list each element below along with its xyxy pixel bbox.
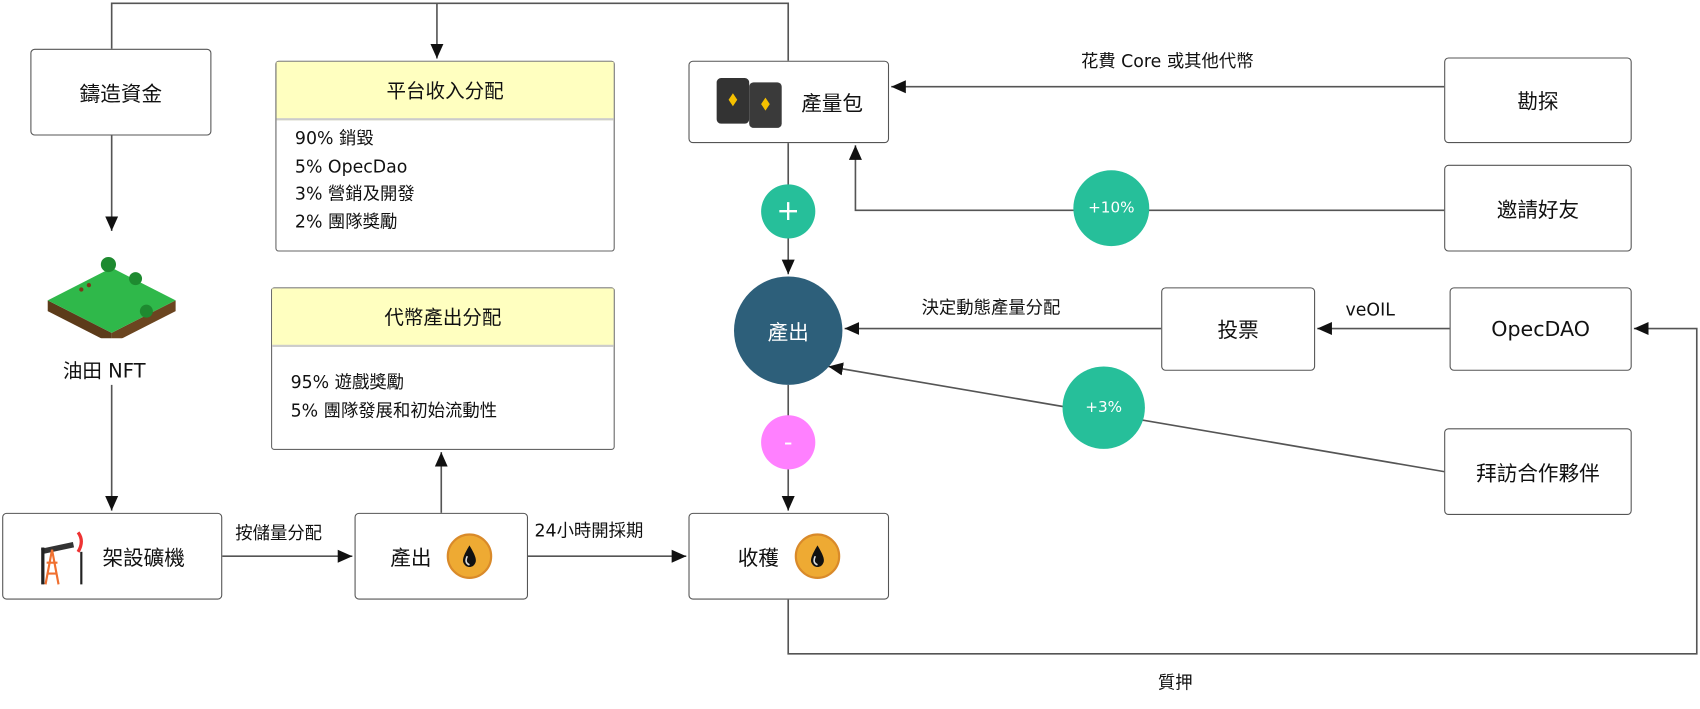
visit-partners-label: 拜訪合作夥伴 bbox=[1476, 461, 1600, 486]
output-node: 產出 bbox=[354, 512, 529, 600]
revenue-line: 2% 團隊獎勵 bbox=[294, 210, 398, 232]
mint-funds-node: 鑄造資金 bbox=[30, 48, 212, 136]
explore-node: 勘探 bbox=[1444, 57, 1632, 144]
oilfield-island-icon bbox=[43, 252, 180, 344]
harvest-label: 收穫 bbox=[737, 545, 779, 570]
invite-friends-label: 邀請好友 bbox=[1496, 197, 1580, 222]
oil-coin-icon bbox=[446, 533, 493, 579]
oil-barrels-icon bbox=[716, 78, 782, 128]
edge-label-veoil: veOIL bbox=[1345, 299, 1395, 320]
minus-icon: - bbox=[783, 428, 793, 456]
invite-friends-node: 邀請好友 bbox=[1444, 164, 1632, 252]
platform-revenue-panel: 平台收入分配 90% 銷毀 5% OpecDao 3% 營銷及開發 2% 團隊獎… bbox=[275, 60, 615, 252]
invite-bonus-badge: +10% bbox=[1073, 170, 1150, 247]
yield-pack-node: 產量包 bbox=[688, 60, 890, 144]
output-circle: 產出 bbox=[734, 276, 843, 385]
vote-node: 投票 bbox=[1161, 287, 1316, 371]
token-output-line: 95% 遊戲獎勵 bbox=[290, 371, 405, 393]
setup-rig-label: 架設礦機 bbox=[102, 545, 185, 570]
harvest-node: 收穫 bbox=[688, 512, 890, 600]
partner-bonus-badge: +3% bbox=[1062, 366, 1145, 449]
platform-revenue-title: 平台收入分配 bbox=[276, 61, 614, 121]
oil-pump-icon bbox=[41, 531, 84, 585]
mint-funds-label: 鑄造資金 bbox=[79, 81, 163, 106]
revenue-line: 5% OpecDao bbox=[294, 155, 408, 177]
output-circle-label: 產出 bbox=[767, 320, 809, 345]
edge-label-mining-period: 24小時開採期 bbox=[534, 520, 644, 542]
revenue-line: 90% 銷毀 bbox=[294, 127, 374, 149]
edge-label-spend: 花費 Core 或其他代幣 bbox=[1080, 50, 1254, 72]
output-label: 產出 bbox=[390, 545, 432, 570]
revenue-line: 3% 營銷及開發 bbox=[294, 183, 415, 204]
opecdao-label: OpecDAO bbox=[1491, 317, 1591, 341]
token-output-title: 代幣產出分配 bbox=[272, 288, 614, 347]
token-output-line: 5% 團隊發展和初始流動性 bbox=[290, 399, 498, 421]
visit-partners-node: 拜訪合作夥伴 bbox=[1444, 428, 1632, 515]
opecdao-node: OpecDAO bbox=[1449, 287, 1632, 371]
minus-badge: - bbox=[761, 415, 816, 470]
token-output-panel: 代幣產出分配 95% 遊戲獎勵 5% 團隊發展和初始流動性 bbox=[271, 287, 615, 450]
partner-bonus-label: +3% bbox=[1085, 398, 1123, 417]
setup-rig-node: 架設礦機 bbox=[2, 512, 223, 600]
vote-label: 投票 bbox=[1217, 318, 1259, 343]
edge-label-dynamic-alloc: 決定動態產量分配 bbox=[921, 297, 1061, 318]
plus-icon: + bbox=[776, 195, 801, 228]
oil-coin-icon bbox=[794, 533, 840, 579]
edge-label-by-reserve: 按儲量分配 bbox=[235, 522, 323, 544]
yield-pack-label: 產量包 bbox=[801, 91, 864, 116]
plus-badge: + bbox=[761, 184, 816, 239]
oilfield-nft-label: 油田 NFT bbox=[62, 359, 146, 383]
explore-label: 勘探 bbox=[1517, 89, 1559, 114]
edge-label-stake: 質押 bbox=[1157, 672, 1193, 693]
invite-bonus-label: +10% bbox=[1088, 199, 1135, 217]
